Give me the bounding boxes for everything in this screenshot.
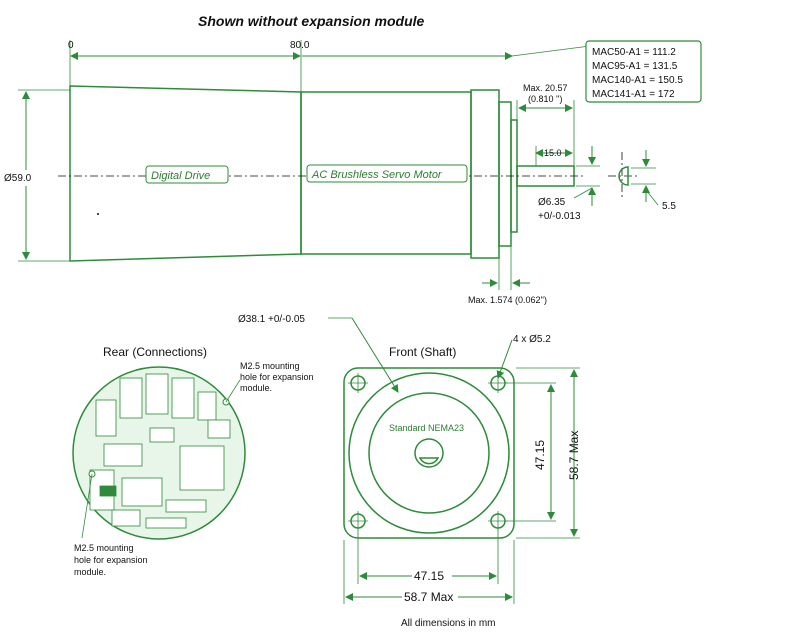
front-title: Front (Shaft) [389,345,456,359]
rear-view: Rear (Connections) M2.5 mounting hole fo… [72,345,314,577]
front-view: Front (Shaft) Ø38.1 +0/-0.05 4 x Ø5.2 St… [238,314,581,604]
dim-zero: 0 [68,40,74,51]
dim-max-flange-in: (0.810 '') [528,94,562,104]
motor-label: AC Brushless Servo Motor [311,169,443,181]
mounting-holes [348,373,508,531]
drive-label: Digital Drive [151,170,210,182]
nema-label: Standard NEMA23 [389,423,464,433]
dim-bolt-h: 47.15 [414,569,444,583]
dim-size-h: 58.7 Max [404,590,453,604]
rear-note-top: hole for expansion [240,372,314,382]
dim-size-v: 58.7 Max [567,431,581,480]
length-row: MAC140-A1 = 150.5 [592,75,683,86]
rear-title: Rear (Connections) [103,345,207,359]
rear-note-top: module. [240,383,272,393]
dim-shaft-length: 15.0 [544,148,562,158]
hole-spec: 4 x Ø5.2 [513,334,551,345]
dim-shaft-tol: +0/-0.013 [538,211,581,222]
dim-shaft-dia: Ø6.35 [538,197,566,208]
length-row: MAC50-A1 = 111.2 [592,47,676,58]
dim-max-flange: Max. 20.57 [523,83,568,93]
page-title: Shown without expansion module [198,13,425,29]
dim-max-pilot: Max. 1.574 (0.062'') [468,295,547,305]
dim-bolt-v: 47.15 [533,440,547,470]
side-view: 0 80.0 MAC50-A1 = 111.2 MAC95-A1 = 131.5… [4,40,702,305]
length-row: MAC95-A1 = 131.5 [592,61,678,72]
rear-note-bottom: hole for expansion [74,555,148,565]
rear-note-top: M2.5 mounting [240,361,300,371]
pilot-dia: Ø38.1 +0/-0.05 [238,314,305,325]
pcb-components [89,373,231,529]
dim-80: 80.0 [290,40,310,51]
footer-note: All dimensions in mm [401,618,495,629]
rear-note-bottom: module. [74,567,106,577]
length-table-box [585,40,702,103]
dim-diameter: Ø59.0 [4,173,32,184]
rear-note-bottom: M2.5 mounting [74,543,134,553]
length-row: MAC141-A1 = 172 [592,89,675,100]
dim-flat: 5.5 [662,201,676,212]
